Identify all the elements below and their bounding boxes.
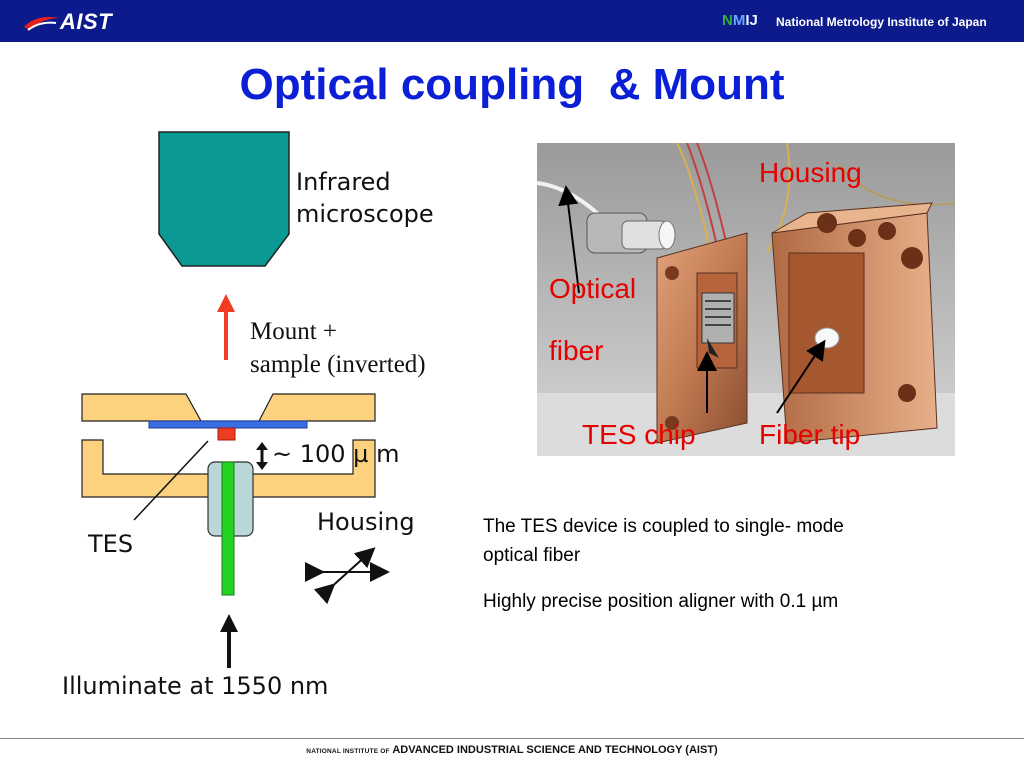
photo-fiber-tip-label: Fiber tip (759, 419, 861, 450)
nmij-logo: NMIJ (722, 12, 758, 29)
aist-logo-text: AIST (60, 9, 113, 34)
photo-tes-chip-label: TES chip (582, 419, 696, 450)
description-line1: The TES device is coupled to single- mod… (483, 516, 844, 537)
microscope-label-line2: microscope (296, 200, 434, 228)
fiber-connector-icon (586, 212, 676, 254)
mount-photo-drawing (537, 143, 955, 456)
microscope-label-line1: Infrared (296, 168, 391, 196)
header-bar: AIST NMIJ National Metrology Institute o… (0, 0, 1024, 42)
illuminate-label: Illuminate at 1550 nm (62, 672, 329, 700)
red-arrow-up-icon (217, 294, 235, 312)
black-arrow-up-icon (220, 614, 238, 632)
nmij-logo-ij: IJ (745, 12, 758, 29)
sample-plate (148, 420, 308, 429)
tes-label: TES (88, 530, 134, 558)
footer-main: ADVANCED INDUSTRIAL SCIENCE AND TECHNOLO… (392, 744, 718, 756)
housing-shape (81, 439, 376, 498)
photo-fiber-label: fiber (549, 335, 604, 366)
nmij-logo-m: M (732, 12, 746, 29)
photo-optical-label: Optical (549, 273, 637, 304)
mount-label-line1: Mount + (250, 318, 338, 345)
microscope-shape (158, 131, 290, 267)
footer-prefix: NATIONAL INSTITUTE OF (306, 748, 390, 755)
diagram-drawing (81, 131, 390, 668)
footer-divider (0, 738, 1024, 739)
mount-top (81, 393, 376, 422)
mount-label-line2: sample (inverted) (250, 351, 426, 378)
optical-coupling-diagram: Infrared microscope Mount + sample (inve… (36, 128, 472, 712)
aist-logo: AIST (22, 9, 132, 35)
slide-title: Optical coupling & Mount (239, 60, 785, 109)
org-name: National Metrology Institute of Japan (776, 15, 987, 29)
description-line2: optical fiber (483, 545, 581, 566)
description-line3: Highly precise position aligner with 0.1… (483, 591, 839, 612)
housing-label: Housing (317, 508, 415, 536)
mount-photo: Housing Optical fiber TES chip Fiber tip (537, 143, 955, 456)
tes-square (217, 427, 236, 441)
photo-housing-label: Housing (759, 157, 862, 188)
gap-label: ~ 100 µ m (272, 440, 400, 468)
fiber-core (221, 461, 235, 596)
aist-swoosh-icon (24, 17, 60, 31)
nmij-logo-n: N (722, 12, 733, 29)
footer: NATIONAL INSTITUTE OF ADVANCED INDUSTRIA… (0, 744, 1024, 756)
